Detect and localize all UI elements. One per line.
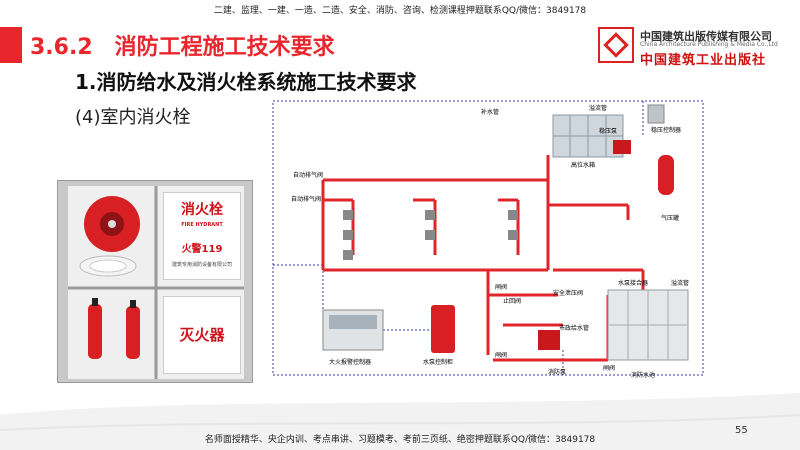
tank-grid	[553, 115, 623, 157]
footer-line: 名师面授精华、央企内训、考点串讲、习题模考、考前三页纸、绝密押题联系QQ/微信：…	[204, 435, 596, 445]
label-gate-valve-c: 闸阀	[603, 365, 616, 372]
background-wave	[0, 393, 800, 450]
publisher-name-en: China Architecture Publishing & Media Co…	[640, 41, 778, 48]
publisher-calligraphy: 中国建筑工业出版社	[640, 53, 767, 68]
label-vent-1: 自动排气阀	[293, 172, 324, 179]
label-air-tank: 气压罐	[661, 215, 680, 222]
hydrant-boxes	[343, 210, 518, 260]
pipework	[321, 155, 645, 362]
publisher-logo: 中国建筑出版传媒有限公司 China Architecture Publishi…	[598, 27, 798, 69]
label-makeup-pipe: 补水管	[481, 109, 500, 116]
content-item: (4)室内消火栓	[75, 107, 191, 128]
label-gate-valve-b: 闸阀	[495, 352, 508, 359]
stabilizing-pump	[613, 140, 631, 154]
hydrant-sign-title: 消火栓	[181, 202, 223, 218]
pressure-controller	[647, 104, 665, 124]
hydrant-sign-phone: 火警119	[181, 244, 223, 255]
publisher-name-cn: 中国建筑出版传媒有限公司	[640, 30, 772, 43]
label-alarm-ctrl: 大火报警控制器	[329, 359, 372, 366]
section-title: 3.6.2 消防工程施工技术要求	[30, 35, 335, 60]
label-pump-cabinet: 水泵控制柜	[423, 359, 454, 366]
fire-pump	[538, 330, 560, 350]
label-stab-pump: 稳压泵	[599, 128, 618, 135]
label-overflow-bottom: 溢流管	[671, 280, 690, 287]
diagram-svg	[263, 95, 711, 383]
extinguisher-sign: 灭火器	[163, 296, 241, 374]
section-band: 3.6.2 消防工程施工技术要求	[0, 27, 590, 63]
label-high-tank: 高位水箱	[571, 162, 596, 169]
label-gate-valve-a: 闸阀	[495, 284, 508, 291]
hydrant-sign: 消火栓 FIRE HYDRANT 火警119 建筑专用消防设备有限公司	[163, 192, 241, 280]
pool-grid	[608, 290, 688, 360]
label-press-ctrl: 稳压控制器	[651, 127, 682, 134]
content-subtitle: 1.消防给水及消火栓系统施工技术要求	[75, 70, 417, 94]
label-fire-pump: 消防泵	[548, 369, 567, 376]
header-line: 二建、监理、一建、一造、二造、安全、消防、咨询、检测课程押题联系QQ/微信：38…	[213, 6, 587, 16]
alarm-controller-screen	[329, 315, 377, 329]
page-number: 55	[735, 425, 748, 436]
cabinet-frame: 消火栓 FIRE HYDRANT 火警119 建筑专用消防设备有限公司 灭火器	[68, 186, 244, 379]
fire-water-system-diagram: 补水管 溢流管 稳压泵 稳压控制器 高位水箱 自动排气阀 自动排气阀 气压罐 水…	[263, 95, 711, 383]
hydrant-sign-company: 建筑专用消防设备有限公司	[171, 262, 232, 268]
label-check-valve: 止回阀	[503, 298, 522, 305]
pump-control-cabinet	[431, 305, 455, 353]
extinguisher-sign-title: 灭火器	[179, 326, 225, 344]
label-pump-adapter: 水泵接合器	[618, 280, 649, 287]
label-municipal-pipe: 市政给水管	[559, 325, 590, 332]
label-vent-2: 自动排气阀	[291, 196, 322, 203]
label-overflow-top: 溢流管	[589, 105, 608, 112]
label-safety-valve: 安全泄压阀	[553, 290, 584, 297]
hydrant-sign-en: FIRE HYDRANT	[181, 222, 223, 228]
section-marker	[0, 27, 22, 63]
publisher-emblem-icon	[598, 27, 634, 63]
air-pressure-tank	[658, 155, 674, 195]
hydrant-cabinet-image: 消火栓 FIRE HYDRANT 火警119 建筑专用消防设备有限公司 灭火器	[57, 180, 253, 383]
label-fire-pool: 消防水池	[631, 372, 656, 379]
